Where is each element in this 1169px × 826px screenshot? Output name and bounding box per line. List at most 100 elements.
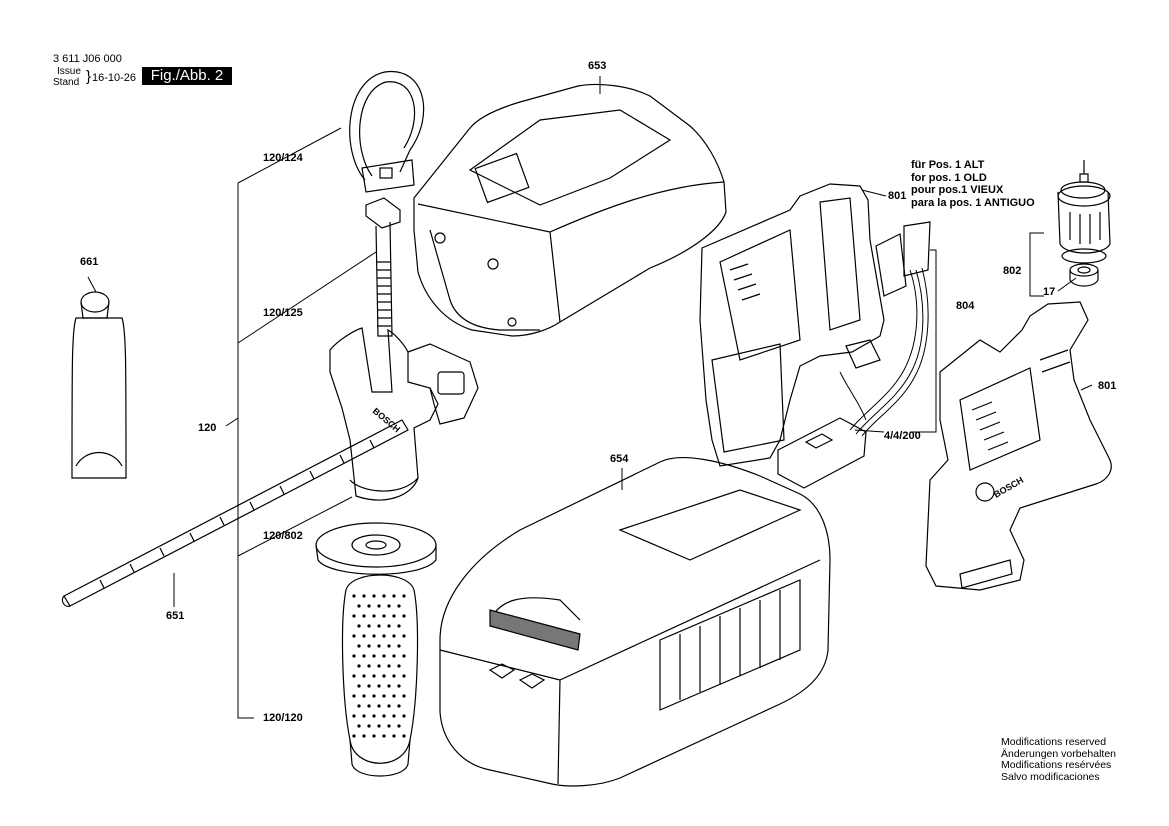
grip-dot [397,604,401,608]
grip-dot [387,724,391,728]
callout-120-120: 120/120 [263,712,303,724]
grip-dot [372,634,376,638]
grip-dot [372,734,376,738]
callout-802: 802 [1003,265,1022,277]
leader-801-bottom [1080,384,1093,391]
grip-dot [357,644,361,648]
grip-dot [367,624,371,628]
grip-dot [362,674,366,678]
grip-dot [367,644,371,648]
grip-dot [377,644,381,648]
grip-dot [402,734,406,738]
grip-dot [397,684,401,688]
grip-dot [382,674,386,678]
callout-4-4-200: 4/4/200 [884,430,921,442]
grip-dot [397,644,401,648]
grip-dot [377,624,381,628]
grip-texture [352,594,406,738]
grip-dot [357,604,361,608]
grip-dot [362,594,366,598]
stand-label: Stand [53,77,80,88]
callout-120: 120 [198,422,217,434]
leader-661 [87,276,97,293]
mods-line-fr: Modifications resérvées [1001,759,1112,771]
leader-120-802 [237,496,353,557]
depth-rod [61,419,409,607]
note-line-es: para la pos. 1 ANTIGUO [911,196,1035,209]
grip-dot [352,714,356,718]
grip-dot [367,684,371,688]
old-version-note: für Pos. 1 ALT for pos. 1 OLD pour pos.1… [911,159,1035,209]
grip-dot [357,664,361,668]
grip-dot [387,624,391,628]
modifications-reserved: Modifications reserved Änderungen vorbeh… [1001,736,1116,783]
leader-4-4-200 [854,429,885,433]
grip-dot [372,674,376,678]
bracket-120 [237,183,254,719]
grip-dot [367,704,371,708]
grip-dot [352,734,356,738]
callout-120-125: 120/125 [263,307,303,319]
grip-dot [357,724,361,728]
grip-dot [362,654,366,658]
note-line-fr: pour pos.1 VIEUX [911,184,1004,196]
note-line-de: für Pos. 1 ALT [911,159,985,171]
grip-dot [387,604,391,608]
leader-lines [87,76,1093,719]
grip-dot [382,734,386,738]
grip-dot [392,594,396,598]
callout-804: 804 [956,300,975,312]
grip-dot [362,714,366,718]
callout-654: 654 [610,453,629,465]
callout-651: 651 [166,610,185,622]
grip-dot [392,694,396,698]
grip-dot [372,594,376,598]
issue-date: 16-10-26 [92,72,137,84]
mods-line-en: Modifications reserved [1001,736,1107,748]
grip-dot [352,674,356,678]
grip-dot [372,614,376,618]
leader-804 [910,249,937,433]
callout-653: 653 [588,60,607,72]
grip-dot [382,634,386,638]
grip-dot [352,694,356,698]
leader-120-124 [237,127,342,184]
grip-dot [402,714,406,718]
grip-dot [377,684,381,688]
grip-dot [367,664,371,668]
grip-dot [377,604,381,608]
part-number: 3 611 J06 000 [53,53,122,65]
electronics-wiring [777,221,931,489]
side-handle [329,327,479,501]
leader-120 [225,417,239,427]
grip-dot [367,724,371,728]
note-line-en: for pos. 1 OLD [911,171,987,184]
grip-dot [397,664,401,668]
grip-dot [402,594,406,598]
grip-dot [352,654,356,658]
grip-dot [382,714,386,718]
grip-dot [352,594,356,598]
grip-dot [357,704,361,708]
grip-dot [402,614,406,618]
grip-dot [392,674,396,678]
callout-801-top: 801 [888,190,907,202]
brand-mark-handle: BOSCH [371,406,402,435]
grip-dot [382,694,386,698]
housing-half-right [925,301,1112,591]
callout-801-bottom: 801 [1098,380,1117,392]
leader-120-125 [237,251,377,344]
grip-dot [362,734,366,738]
grip-dot [402,694,406,698]
grip-dot [357,684,361,688]
leader-17 [1057,277,1077,292]
grip-dot [352,614,356,618]
grip-dot [392,714,396,718]
grip-dot [372,654,376,658]
grip-dot [402,654,406,658]
grip-dot [402,674,406,678]
clamp-band [349,71,425,193]
grip-dot [392,654,396,658]
grip-dot [377,724,381,728]
grip-dot [382,594,386,598]
